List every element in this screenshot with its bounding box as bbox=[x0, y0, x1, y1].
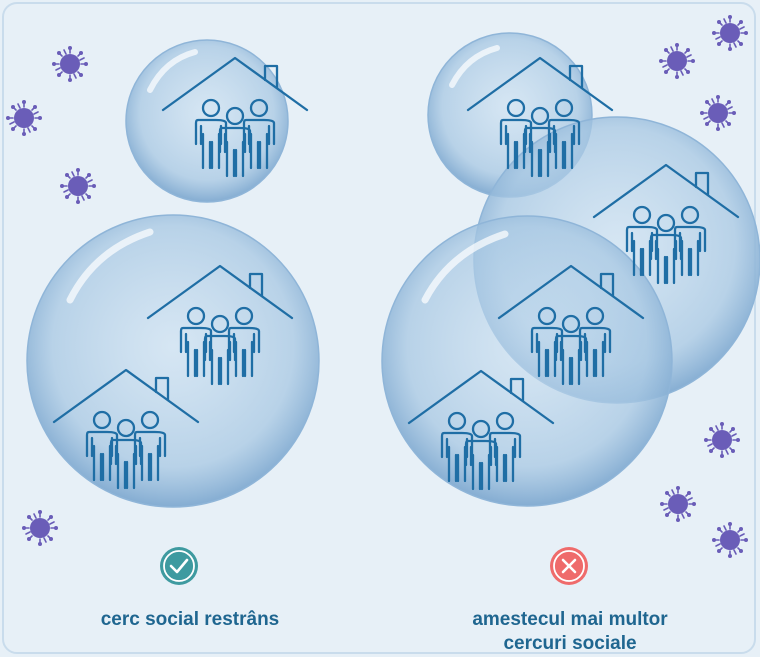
check-icon bbox=[160, 547, 198, 585]
cross-icon bbox=[550, 547, 588, 585]
bubble-right-bottom bbox=[381, 215, 673, 507]
caption-left: cerc social restrâns bbox=[100, 609, 280, 630]
caption-right-line1: amestecul mai multor bbox=[472, 609, 668, 630]
bubble-left-large bbox=[26, 214, 320, 508]
caption-right: amestecul mai multor cercuri sociale bbox=[400, 608, 740, 656]
caption-right-line2: cercuri sociale bbox=[503, 633, 637, 654]
